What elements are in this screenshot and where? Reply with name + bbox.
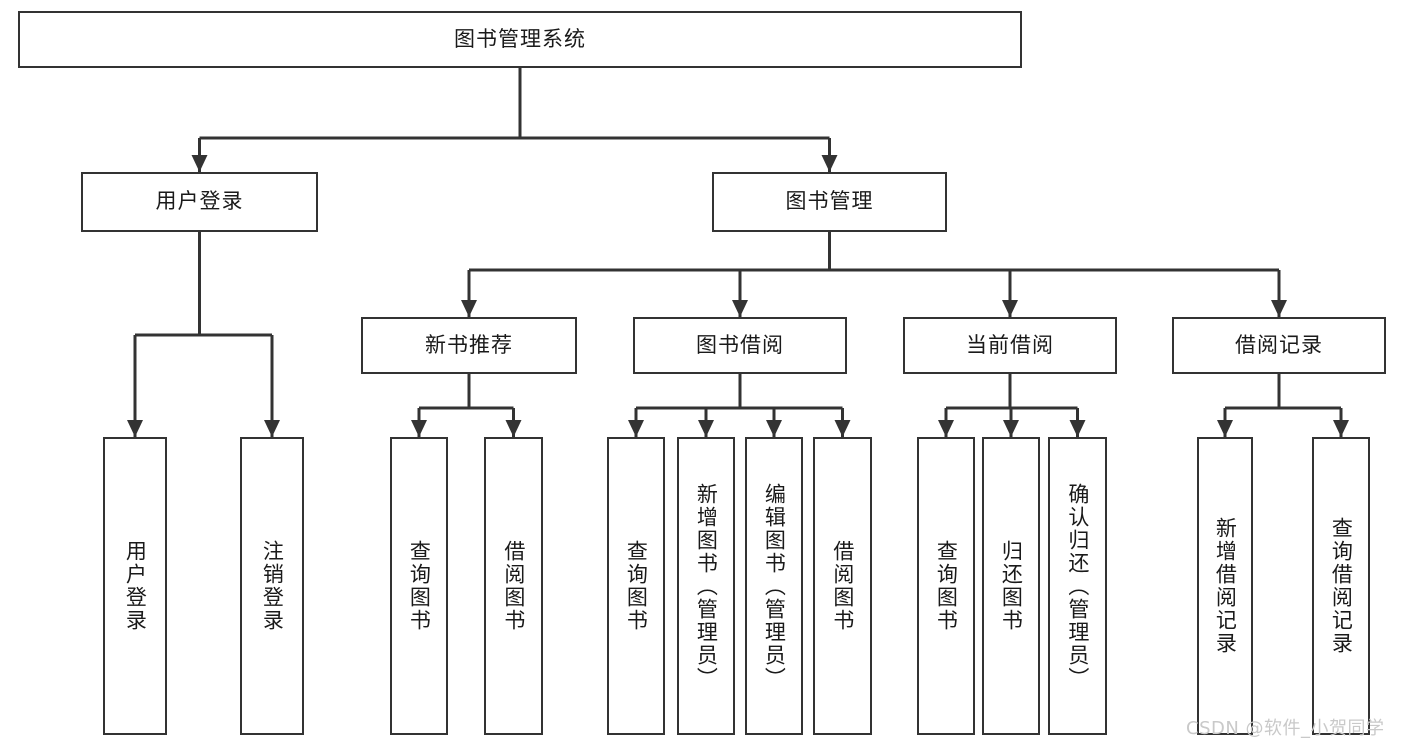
node-label-leaf-borrow-4: 借阅图书 [830,540,855,632]
node-box-bookmgmt[interactable]: 图书管理 [712,172,947,232]
node-box-leaf-new-2[interactable]: 借阅图书 [484,437,543,735]
node-label-leaf-record-1: 新增借阅记录 [1213,517,1238,655]
node-label-leaf-new-1: 查询图书 [407,540,432,632]
connector-group-records [1217,374,1349,437]
node-box-leaf-current-3[interactable]: 确认归还（管理员） [1048,437,1107,735]
node-box-newbook[interactable]: 新书推荐 [361,317,577,374]
connector-group-bookmgmt [461,232,1287,317]
node-label-current: 当前借阅 [966,332,1054,357]
connector-group-borrow [628,374,851,437]
node-box-leaf-record-2[interactable]: 查询借阅记录 [1312,437,1370,735]
node-label-login: 用户登录 [155,189,244,214]
node-label-leaf-current-1: 查询图书 [934,540,959,632]
node-label-bookmgmt: 图书管理 [785,189,874,214]
node-label-leaf-login-1: 用户登录 [123,540,148,632]
connector-group-newbook [411,374,522,437]
node-box-leaf-record-1[interactable]: 新增借阅记录 [1197,437,1253,735]
node-label-borrow: 图书借阅 [696,332,784,357]
node-box-borrow[interactable]: 图书借阅 [633,317,847,374]
node-box-leaf-current-2[interactable]: 归还图书 [982,437,1040,735]
node-label-leaf-new-2: 借阅图书 [501,540,526,632]
node-label-leaf-current-3: 确认归还（管理员） [1065,482,1090,690]
node-box-leaf-borrow-2[interactable]: 新增图书（管理员） [677,437,735,735]
node-label-leaf-record-2: 查询借阅记录 [1329,517,1354,655]
node-label-leaf-current-2: 归还图书 [999,540,1024,632]
node-label-leaf-login-2: 注销登录 [260,540,285,632]
watermark-label: CSDN @软件_小贺同学 [1186,718,1385,739]
node-box-root[interactable]: 图书管理系统 [18,11,1022,68]
node-label-newbook: 新书推荐 [425,332,513,357]
node-box-leaf-new-1[interactable]: 查询图书 [390,437,448,735]
node-label-leaf-borrow-1: 查询图书 [624,540,649,632]
node-label-records: 借阅记录 [1235,332,1323,357]
node-box-records[interactable]: 借阅记录 [1172,317,1386,374]
node-box-login[interactable]: 用户登录 [81,172,318,232]
connector-group-root [191,68,838,172]
node-box-leaf-login-1[interactable]: 用户登录 [103,437,167,735]
node-label-leaf-borrow-3: 编辑图书（管理员） [762,482,787,690]
connector-group-login [127,232,280,437]
node-box-leaf-borrow-3[interactable]: 编辑图书（管理员） [745,437,803,735]
node-box-leaf-borrow-1[interactable]: 查询图书 [607,437,665,735]
node-label-leaf-borrow-2: 新增图书（管理员） [694,482,719,690]
node-label-root: 图书管理系统 [454,26,586,51]
connector-group-current [938,374,1086,437]
node-box-leaf-current-1[interactable]: 查询图书 [917,437,975,735]
node-box-current[interactable]: 当前借阅 [903,317,1117,374]
node-box-leaf-login-2[interactable]: 注销登录 [240,437,304,735]
node-box-leaf-borrow-4[interactable]: 借阅图书 [813,437,872,735]
